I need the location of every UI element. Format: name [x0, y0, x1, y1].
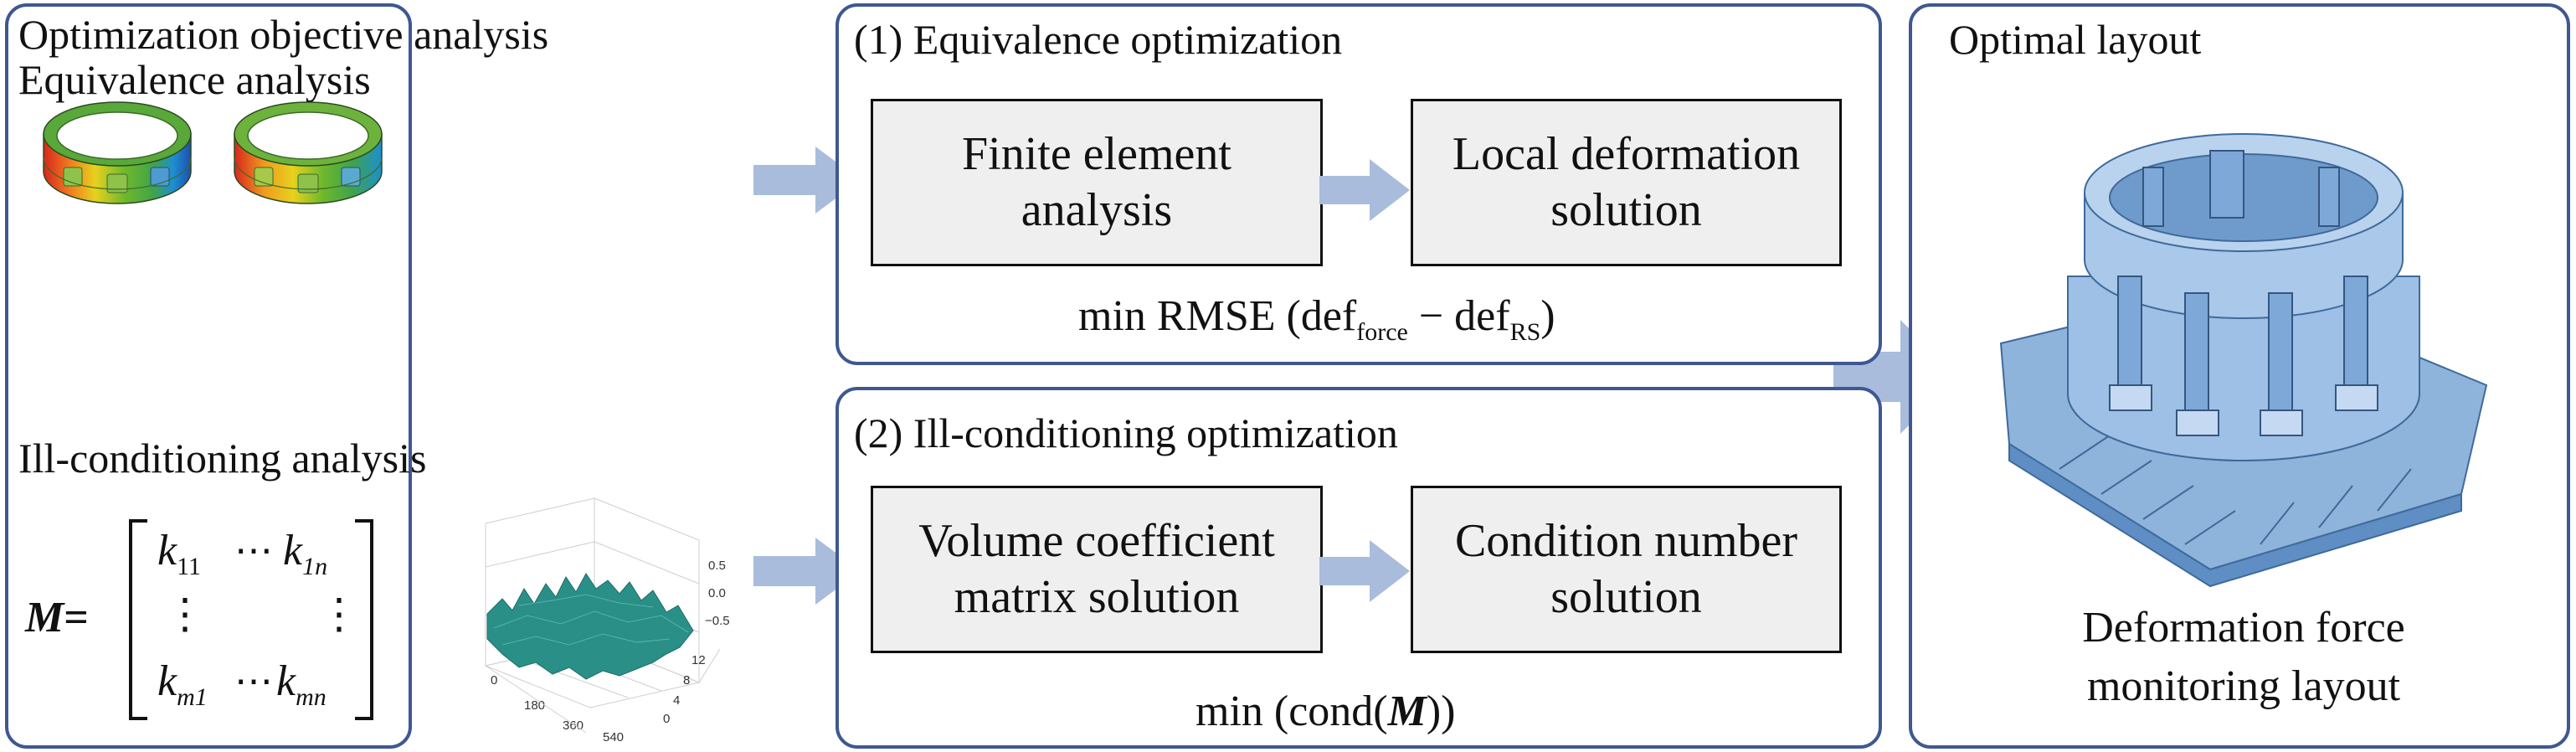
finite-element-line2: analysis — [1021, 184, 1173, 236]
ill-conditioning-objective-formula: min (cond(M)) — [1195, 688, 1456, 735]
matrix-entry-k11: k11 — [157, 527, 201, 580]
surface-mesh — [486, 573, 694, 680]
monitoring-layout-caption-line1: Deformation force — [2082, 604, 2405, 652]
local-deformation-line2: solution — [1550, 184, 1702, 236]
optimal-layout-title: Optimal layout — [1949, 16, 2202, 63]
y-tick-1: 0 — [663, 712, 670, 726]
arrow-volume-to-condition — [1319, 540, 1410, 602]
matrix-hdots-top: ⋯ — [234, 529, 273, 572]
condition-number-line2: solution — [1550, 571, 1702, 623]
condition-number-solution-box: Condition number solution — [1411, 486, 1842, 653]
matrix-entry-km1: km1 — [157, 657, 208, 711]
arrow-fe-to-local — [1319, 159, 1410, 221]
x-tick-4: 540 — [603, 730, 624, 744]
matrix-symbol-M: M= — [25, 594, 89, 641]
x-tick-3: 360 — [563, 719, 584, 733]
surface-plot: 0.5 0.0 −0.5 0 180 360 540 0 4 8 12 — [484, 497, 730, 744]
monitoring-layout-caption-line2: monitoring layout — [2086, 662, 2401, 710]
x-tick-1: 0 — [491, 673, 497, 688]
ill-conditioning-optimization-title: (2) Ill-conditioning optimization — [854, 409, 1398, 456]
fe-ring-model-left — [43, 101, 192, 204]
matrix-bracket-left — [129, 519, 147, 720]
y-tick-2: 4 — [673, 693, 680, 708]
z-tick-3: −0.5 — [705, 614, 730, 628]
arrow-to-ill-conditioning — [753, 538, 861, 605]
matrix-vdots-left: ⋮ — [164, 590, 206, 637]
local-deformation-solution-box: Local deformation solution — [1411, 99, 1842, 266]
equivalence-optimization-title: (1) Equivalence optimization — [854, 16, 1343, 63]
local-deformation-line1: Local deformation — [1452, 127, 1801, 180]
finite-element-analysis-box: Finite element analysis — [871, 99, 1323, 266]
matrix-entry-kmn: kmn — [276, 657, 326, 711]
ill-conditioning-analysis-heading: Ill-conditioning analysis — [18, 435, 427, 482]
matrix-entry-k1n: k1n — [283, 527, 328, 580]
arrow-to-equivalence — [753, 147, 861, 214]
condition-number-line1: Condition number — [1454, 514, 1798, 567]
equivalence-analysis-heading: Equivalence analysis — [18, 56, 371, 103]
equivalence-objective-formula: min RMSE (defforce − defRS) — [1078, 292, 1555, 346]
z-tick-1: 0.5 — [708, 559, 726, 573]
volume-coefficient-line2: matrix solution — [954, 571, 1240, 623]
matrix-vdots-right: ⋮ — [318, 590, 360, 637]
fe-ring-model-right — [234, 101, 383, 204]
fixture-3d-model — [1999, 133, 2488, 588]
finite-element-line1: Finite element — [962, 127, 1231, 180]
y-tick-4: 12 — [692, 653, 706, 667]
objective-analysis-title: Optimization objective analysis — [18, 11, 549, 58]
x-tick-2: 180 — [524, 698, 545, 713]
volume-coefficient-line1: Volume coefficient — [918, 514, 1275, 567]
matrix-bracket-right — [355, 519, 373, 720]
matrix-hdots-bottom: ⋯ — [234, 660, 273, 703]
y-tick-3: 8 — [683, 673, 690, 688]
z-tick-2: 0.0 — [708, 586, 726, 600]
volume-coefficient-matrix-box: Volume coefficient matrix solution — [871, 486, 1323, 653]
